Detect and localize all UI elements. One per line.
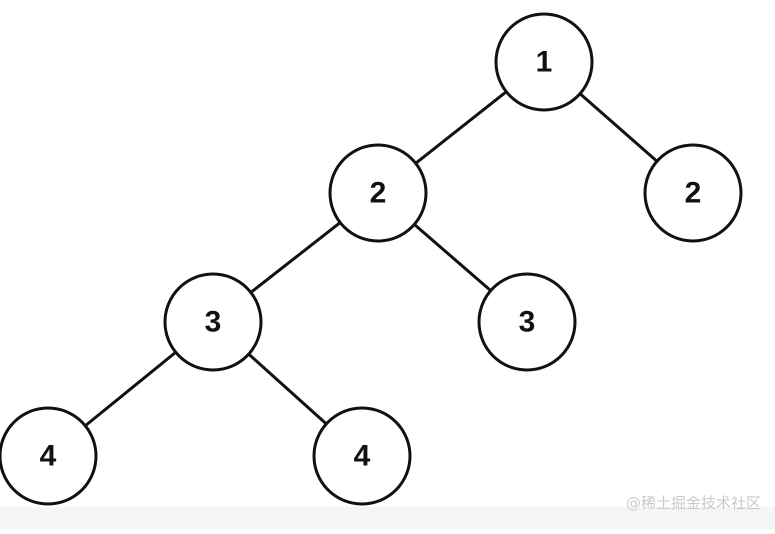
- node-label: 3: [519, 306, 536, 339]
- edge-root-to-right-2: [579, 92, 658, 163]
- node-circle: [163, 272, 263, 372]
- edge-root-to-left-2: [414, 90, 508, 165]
- edge-left-left-3-to-left-left-left-4: [84, 351, 177, 427]
- tree-node-left-left-right-4: 4: [312, 406, 412, 506]
- node-label: 4: [354, 440, 371, 473]
- node-circle: [0, 406, 98, 506]
- node-label: 2: [370, 177, 387, 210]
- node-label: 3: [205, 306, 222, 339]
- tree-node-left-left-3: 3: [163, 272, 263, 372]
- nodes-layer: 1 2 2 3 3 4 4: [0, 12, 743, 506]
- tree-node-left-2: 2: [328, 143, 428, 243]
- node-circle: [643, 143, 743, 243]
- node-circle: [494, 12, 594, 112]
- node-label: 4: [40, 440, 57, 473]
- edge-left-left-3-to-left-left-right-4: [247, 352, 328, 426]
- footer-strip: [0, 507, 775, 529]
- watermark: @稀土掘金技术社区: [625, 494, 761, 512]
- edge-left-2-to-left-right-3: [413, 223, 492, 292]
- node-circle: [312, 406, 412, 506]
- node-label: 2: [685, 177, 702, 210]
- tree-node-left-left-left-4: 4: [0, 406, 98, 506]
- tree-node-left-right-3: 3: [477, 272, 577, 372]
- node-circle: [328, 143, 428, 243]
- tree-node-root: 1: [494, 12, 594, 112]
- node-circle: [477, 272, 577, 372]
- edge-left-2-to-left-left-3: [249, 221, 342, 294]
- tree-node-right-2: 2: [643, 143, 743, 243]
- node-label: 1: [536, 46, 553, 79]
- edges-layer: [84, 90, 658, 427]
